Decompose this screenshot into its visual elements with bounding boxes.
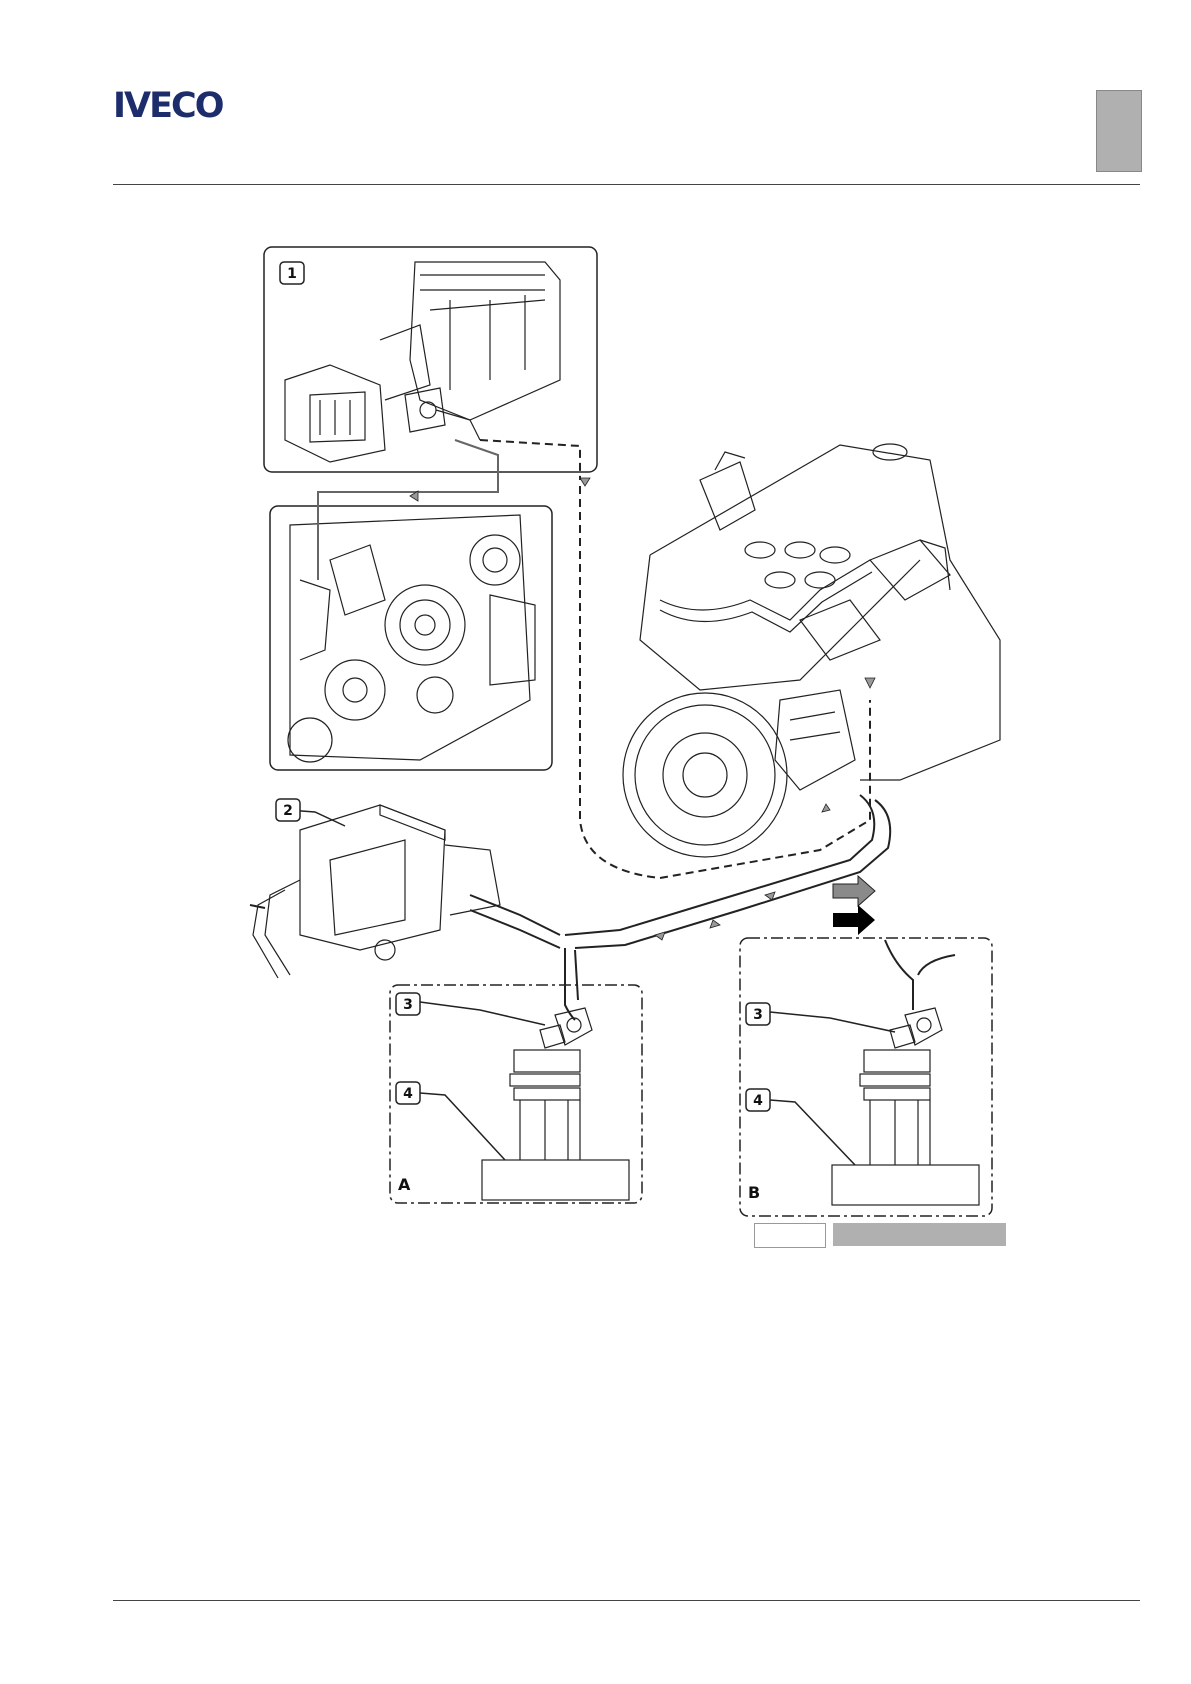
- flow-arrow-icon: [865, 678, 875, 688]
- flow-arrow-icon: [822, 804, 830, 812]
- hose-dashed-long: [580, 486, 870, 878]
- hose-return-to-engine: [318, 440, 498, 580]
- callout-4-section-a: 4: [403, 1086, 413, 1102]
- engine-front-illustration: [288, 515, 535, 762]
- engine-block-illustration: [623, 444, 1000, 857]
- figure-caption-bar: [833, 1223, 1006, 1246]
- flow-arrow-icon: [655, 932, 665, 940]
- flow-arrows: [410, 478, 875, 940]
- callout-3-section-b: 3: [753, 1007, 763, 1023]
- hose-dashed-top: [480, 440, 580, 480]
- flow-arrow-icon: [580, 478, 590, 486]
- callout-4-section-b: 4: [753, 1093, 763, 1109]
- figure-caption-box: [754, 1223, 826, 1248]
- cold-flow-arrow-icon: [833, 905, 875, 935]
- callout-3-section-a: 3: [403, 997, 413, 1013]
- footer-divider: [113, 1600, 1140, 1601]
- heater-unit-illustration: [285, 262, 560, 462]
- hot-flow-arrow-icon: [833, 876, 875, 906]
- inset-engine-front-frame: [270, 506, 552, 770]
- inset-heater-unit-frame: [264, 247, 597, 472]
- section-b-valve-illustration: [832, 1008, 979, 1205]
- flow-arrow-icon: [710, 920, 720, 928]
- callout-2: 2: [283, 803, 293, 819]
- section-label-b: B: [748, 1183, 760, 1202]
- legend-arrows: [833, 876, 875, 935]
- section-b-frame: [740, 938, 992, 1216]
- section-a-valve-illustration: [482, 1008, 629, 1200]
- callout-3b-leader: [770, 1012, 895, 1032]
- callout-4a-leader: [420, 1093, 505, 1160]
- callout-inset-1: 1: [287, 266, 297, 282]
- callout-4b-leader: [770, 1100, 855, 1165]
- callout-3a-leader: [420, 1002, 545, 1025]
- auxiliary-heater-illustration: [250, 805, 500, 978]
- section-label-a: A: [398, 1175, 411, 1194]
